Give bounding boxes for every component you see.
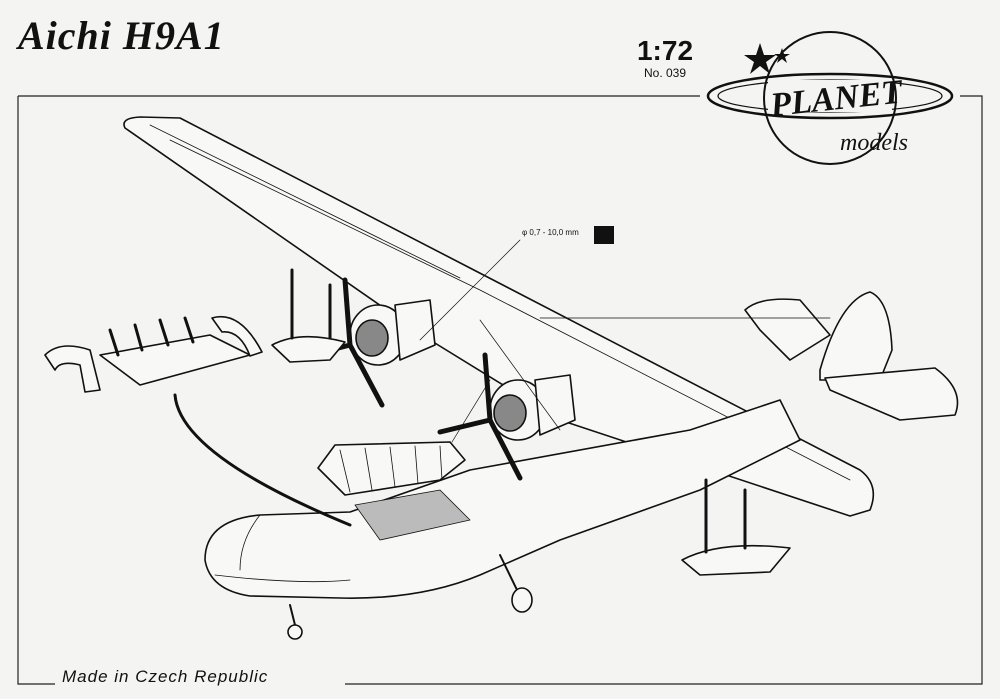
scale-block: 1:72 No. 039 — [630, 35, 700, 81]
planet-models-logo: PLANET models — [700, 18, 970, 168]
made-in-label: Made in Czech Republic — [58, 667, 273, 687]
svg-text:models: models — [840, 130, 908, 156]
tail-fin — [819, 291, 893, 381]
kit-title: Aichi H9A1 — [18, 13, 225, 58]
scale-label: 1:72 — [636, 35, 694, 66]
main-wing — [123, 116, 875, 517]
seat-assembly — [99, 334, 251, 386]
propeller-right — [437, 352, 523, 481]
hull — [204, 399, 801, 599]
catalog-number: No. 039 — [643, 66, 687, 80]
canopy — [317, 441, 466, 496]
tail-plane-right — [824, 367, 959, 421]
tail-plane-left — [744, 298, 831, 361]
float-left — [271, 335, 346, 363]
assembly-line — [173, 393, 352, 527]
float-right — [681, 544, 791, 576]
drill-size-note: φ 0,7 - 10,0 mm — [522, 228, 579, 237]
